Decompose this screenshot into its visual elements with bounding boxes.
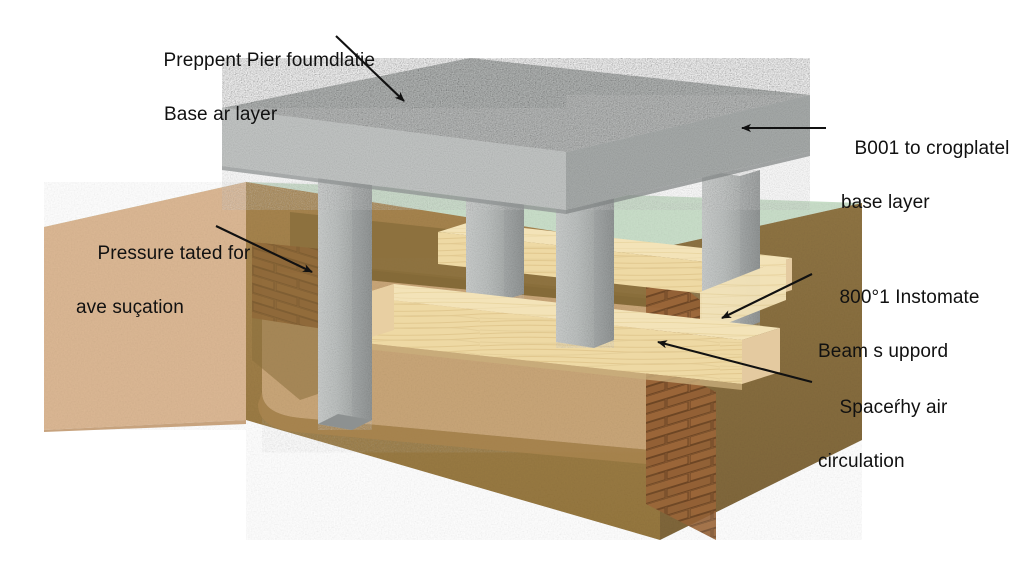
- excavation-wall-left: [252, 242, 330, 400]
- label-beam: 800°1 Instomate Beam s uppord: [818, 257, 980, 419]
- beam-front-shadow: [356, 342, 742, 390]
- label-ground: Pressure tated for ave suçation: [76, 213, 250, 375]
- beam-front-face: [356, 296, 742, 384]
- slab-top-surface: [222, 58, 810, 152]
- pier-front-left-base: [318, 414, 372, 430]
- leader-slab-top: [335, 35, 405, 102]
- slab-underside-shadow: [222, 166, 566, 214]
- pier-center-side: [594, 182, 614, 348]
- soil-front-face: [44, 420, 246, 432]
- pier-rear-left-front: [466, 176, 504, 300]
- label-slab-top-line1: Preppent Pier foumdlatie: [163, 50, 376, 71]
- leader-ground: [215, 225, 313, 273]
- brick-course-right-lower: [646, 356, 716, 540]
- label-slab-top-line2: Base ar layer: [164, 104, 278, 125]
- pier-center: [556, 182, 614, 348]
- label-slab-edge-line1: B001 to crogplatel: [854, 138, 1010, 159]
- beam-right-return-face: [742, 328, 780, 384]
- pier-front-left-side: [352, 170, 372, 430]
- soil-left-face: [44, 182, 246, 430]
- leader-beam: [721, 273, 813, 319]
- label-airspace-line2: circulation: [818, 451, 905, 472]
- label-beam-line2: Beam s uppord: [818, 341, 949, 362]
- label-slab-edge: B001 to crogplatel base layer: [833, 108, 1009, 270]
- label-airspace-line1: Spaceŕhy air: [839, 397, 948, 418]
- slab-front-face: [222, 108, 566, 210]
- label-ground-line2: ave suçation: [76, 297, 184, 318]
- pier-front-left: [318, 170, 372, 430]
- concrete-slab: [222, 58, 810, 214]
- excavated-floor-shade: [258, 392, 700, 467]
- label-beam-line1: 800°1 Instomate: [839, 287, 980, 308]
- slab-underside-shadow-right: [566, 152, 810, 214]
- leader-lines: [215, 35, 826, 384]
- pier-front-left-face: [318, 170, 352, 430]
- leader-airspace: [657, 340, 813, 384]
- slab-right-face: [566, 95, 810, 210]
- label-slab-edge-line2: base layer: [841, 192, 930, 213]
- pier-center-face: [556, 182, 594, 348]
- label-airspace: Spaceŕhy air circulation: [818, 367, 947, 529]
- label-slab-top: Preppent Pier foumdlatie Base ar layer: [142, 20, 375, 182]
- label-ground-line1: Pressure tated for: [97, 243, 251, 264]
